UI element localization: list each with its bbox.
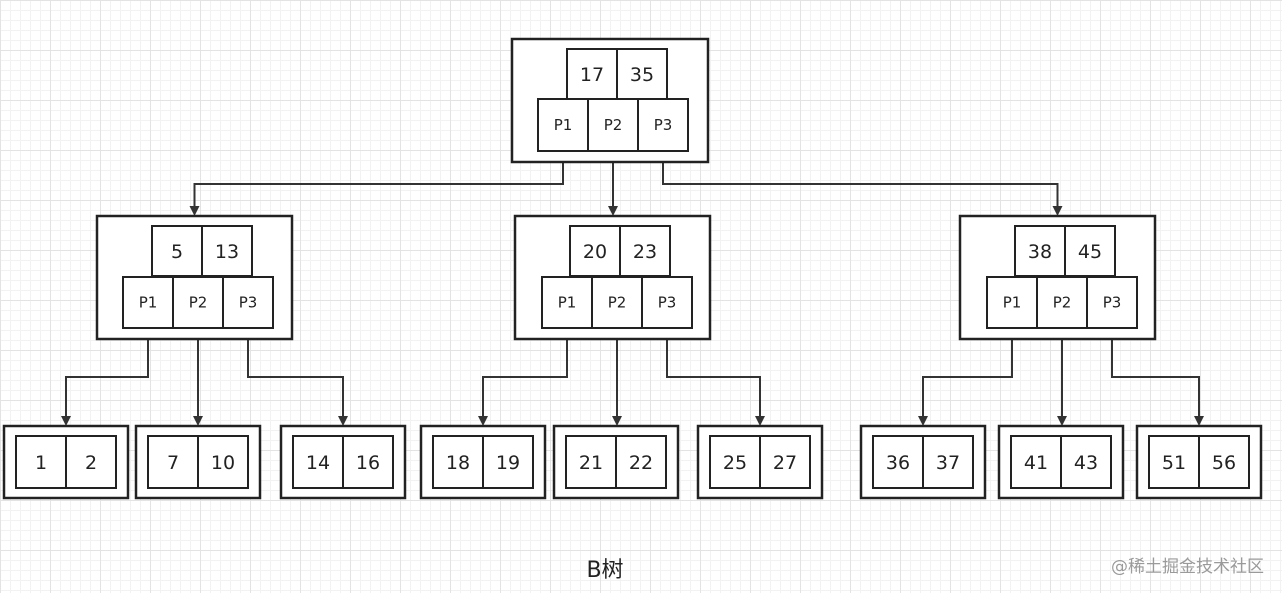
internal-node-3-key: 38	[1028, 241, 1052, 263]
internal-node-1-key: 13	[215, 241, 239, 263]
leaf-node-6-key-cell	[709, 435, 761, 489]
internal-node-2-pointer-cell	[591, 276, 643, 329]
internal-node-1-pointer-cell	[172, 276, 224, 329]
diagram-caption: B树	[586, 558, 624, 583]
leaf-node-4-key-cell	[432, 435, 484, 489]
edge-root-p1	[189, 151, 564, 216]
internal-node-3-key-cell	[1014, 225, 1066, 277]
internal-node-2-key: 23	[633, 241, 657, 263]
internal-node-3-pointer-label: P1	[1003, 294, 1022, 312]
internal-node-2-key: 20	[583, 241, 607, 263]
root-node-key-cell	[566, 48, 618, 100]
leaf-node-8: 41 43	[997, 424, 1125, 500]
internal-node-2-pointer-label: P2	[608, 294, 627, 312]
edge-internal-2-p3	[666, 328, 765, 426]
leaf-node-9-key: 51	[1162, 452, 1186, 474]
root-node-pointer-cell	[587, 98, 639, 152]
leaf-node-3-key: 16	[356, 452, 380, 474]
leaf-node-8-key-cell	[1060, 435, 1112, 489]
leaf-node-5-key: 21	[579, 452, 603, 474]
leaf-node-8-key: 41	[1024, 452, 1048, 474]
internal-node-1-pointer-cell	[222, 276, 274, 329]
leaf-node-7-key-cell	[872, 435, 924, 489]
leaf-node-1-key: 1	[35, 452, 47, 474]
leaf-node-9-key-cell	[1198, 435, 1250, 489]
leaf-node-2-key-cell	[197, 435, 249, 489]
root-node-key: 17	[580, 64, 604, 86]
leaf-node-7-key: 37	[936, 452, 960, 474]
leaf-node-3-key-cell	[292, 435, 344, 489]
tree-edges	[61, 151, 1204, 426]
leaf-node-6: 25 27	[696, 424, 824, 500]
edge-internal-1-p1	[61, 328, 149, 426]
internal-node-1-pointer-label: P1	[139, 294, 158, 312]
internal-node-1-key: 5	[171, 241, 183, 263]
internal-node-1-pointer-label: P2	[189, 294, 208, 312]
root-node-pointer-label: P1	[554, 116, 573, 134]
root-node-pointer-cell	[637, 98, 689, 152]
leaf-node-8-key: 43	[1074, 452, 1098, 474]
leaf-node-3: 14 16	[279, 424, 407, 500]
leaf-node-2-key: 7	[167, 452, 179, 474]
edge-root-p3	[662, 151, 1063, 216]
watermark-text: @稀土掘金技术社区	[1111, 557, 1264, 577]
root-node-pointer-cell	[537, 98, 589, 152]
edge-internal-3-p1	[918, 328, 1013, 426]
leaf-node-6-key-cell	[759, 435, 811, 489]
leaf-node-1-key: 2	[85, 452, 97, 474]
leaf-node-4-key-cell	[482, 435, 534, 489]
leaf-node-4-key: 19	[496, 452, 520, 474]
internal-node-3-key: 45	[1078, 241, 1102, 263]
leaf-node-2-key: 10	[211, 452, 235, 474]
root-node-pointer-label: P2	[604, 116, 623, 134]
internal-node-3-pointer-label: P3	[1103, 294, 1122, 312]
leaf-node-2-key-cell	[147, 435, 199, 489]
leaf-node-2: 7 10	[134, 424, 262, 500]
leaf-node-5: 21 22	[552, 424, 680, 500]
leaf-node-5-key-cell	[615, 435, 667, 489]
edge-internal-1-p3	[247, 328, 348, 426]
root-node-key: 35	[630, 64, 654, 86]
leaf-node-1-key-cell	[65, 435, 117, 489]
leaf-node-6-key: 27	[773, 452, 797, 474]
internal-node-1-pointer-label: P3	[239, 294, 258, 312]
edge-internal-2-p1	[478, 328, 568, 426]
internal-node-2-pointer-cell	[541, 276, 593, 329]
leaf-node-7-key: 36	[886, 452, 910, 474]
leaf-node-5-key-cell	[565, 435, 617, 489]
leaf-node-3-key-cell	[342, 435, 394, 489]
internal-node-1-pointer-cell	[122, 276, 174, 329]
leaf-node-7-key-cell	[922, 435, 974, 489]
leaf-node-6-key: 25	[723, 452, 747, 474]
root-node-pointer-label: P3	[654, 116, 673, 134]
edge-internal-3-p3	[1111, 328, 1204, 426]
internal-node-2-pointer-label: P1	[558, 294, 577, 312]
internal-node-3-pointer-cell	[1086, 276, 1138, 329]
internal-node-2-pointer-cell	[641, 276, 693, 329]
internal-node-2-pointer-label: P3	[658, 294, 677, 312]
leaf-node-9-key-cell	[1148, 435, 1200, 489]
leaf-node-9: 51 56	[1135, 424, 1263, 500]
leaf-node-7: 36 37	[859, 424, 987, 500]
internal-node-3-pointer-label: P2	[1053, 294, 1072, 312]
internal-node-1-key-cell	[201, 225, 253, 277]
leaf-node-4-key: 18	[446, 452, 470, 474]
leaf-node-9-key: 56	[1212, 452, 1236, 474]
leaf-node-1-key-cell	[15, 435, 67, 489]
leaf-node-5-key: 22	[629, 452, 653, 474]
leaf-node-3-key: 14	[306, 452, 330, 474]
